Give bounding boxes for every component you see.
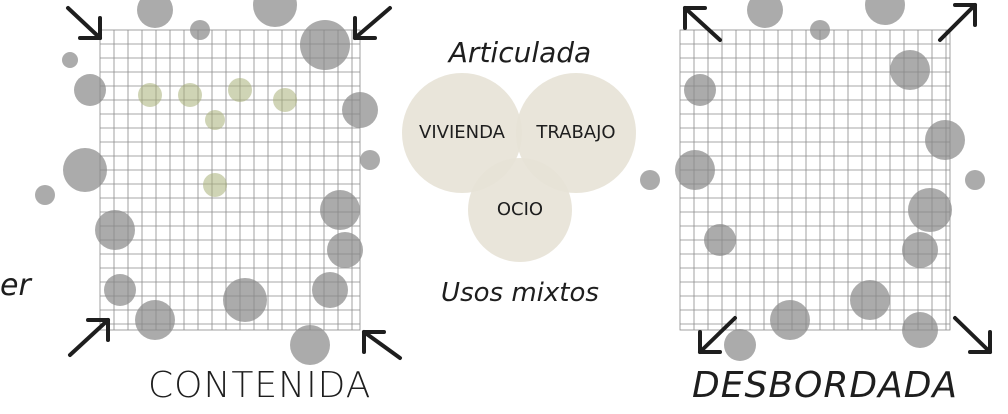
mixed-use-venn: VIVIENDA TRABAJO OCIO (402, 73, 636, 262)
right-arrow-top-right (938, 3, 977, 42)
left-arrows (66, 6, 402, 360)
grid-border (679, 29, 951, 331)
circle-vivienda (402, 73, 522, 193)
right-arrow-bottom-left (698, 316, 737, 354)
left-arrow-top-left (66, 6, 102, 40)
label-trabajo: TRABAJO (535, 122, 615, 143)
subtitle-usos-mixtos: Usos mixtos (441, 278, 599, 308)
caption-desbordada: DESBORDADA (692, 365, 959, 406)
circle-trabajo (516, 73, 636, 193)
right-arrows (683, 3, 992, 354)
left-city-map (35, 0, 402, 365)
right-arrow-bottom-right (953, 316, 992, 354)
left-arrow-top-right (353, 6, 392, 40)
label-ocio: OCIO (497, 199, 543, 220)
title-articulada: Articulada (448, 36, 592, 69)
grid-border (99, 29, 361, 331)
label-vivienda: VIVIENDA (419, 122, 506, 143)
left-edge-text: er (0, 268, 31, 303)
left-arrow-bottom-right (362, 330, 402, 360)
circle-ocio (468, 158, 572, 262)
caption-contenida: CONTENIDA (148, 365, 372, 406)
right-city-map (640, 0, 992, 361)
right-arrow-top-left (683, 6, 722, 42)
left-arrow-bottom-left (68, 318, 110, 357)
right-street-grid (679, 29, 951, 331)
left-green-dots (138, 78, 297, 197)
